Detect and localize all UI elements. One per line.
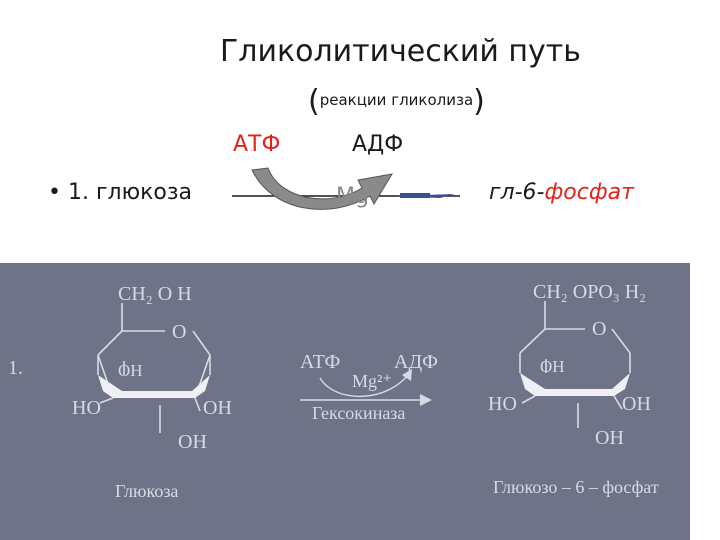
figure-enzyme: Гексокиназа [312,403,406,423]
bullet-glucose: • 1. глюкоза [48,180,193,205]
product-oh-c4: OH [540,357,565,376]
product-suffix: фосфат [544,180,634,205]
figure-adf: АДФ [394,351,438,373]
mg-label: Mg [336,184,369,209]
figure-arrowhead [420,394,432,406]
glucose-ring [97,303,211,433]
glucose-ch2oh: CH₂ O H [118,283,192,305]
subtitle-open-paren: ( [308,84,320,119]
product-ho-left: HO [488,393,517,415]
subtitle-text: реакции гликолиза [319,91,474,109]
figure-mg: Mg²⁺ [352,371,392,391]
product-prefix: гл-6- [489,180,545,205]
structure-figure: 1. CH₂ O H O OH HO OH OH Глюкоза АТФ АДФ… [0,263,690,540]
glucose-name: Глюкоза [115,481,179,501]
product-ch2opo3h2: CH₂ OPO₃ H₂ [533,281,647,303]
glucose-oh-bottom: OH [178,431,207,453]
product-ring [519,301,631,428]
slide-title: Гликолитический путь [220,34,581,69]
glucose-oh-right: OH [203,397,232,419]
figure-curved-arrow [319,374,409,398]
adf-label: АДФ [352,132,404,157]
step-number: 1. [8,357,23,379]
figure-curved-arrowhead [402,369,412,381]
reaction-equation: АТФ АДФ • 1. глюкоза Mg гл-6-фосфат [0,130,720,240]
glucose-ho-left: HO [72,397,101,419]
product-oh-right: OH [622,393,651,415]
subtitle-close-paren: ) [473,84,485,119]
reaction-arrows [232,167,460,210]
glucose-ring-oxygen: O [172,321,187,343]
atf-label: АТФ [233,132,281,157]
product-label: гл-6-фосфат [489,180,634,205]
blue-arrow-shaft [400,193,430,198]
slide-subtitle: (реакции гликолиза) [308,84,485,119]
product-ring-oxygen: O [592,318,607,340]
structure-drawing [97,301,631,433]
product-oh-bottom: OH [595,427,624,449]
curved-arrow [251,167,393,210]
glucose-oh-c4: OH [118,361,143,380]
product-ring-front [520,373,630,396]
product-name: Глюкозо – 6 – фосфат [493,477,659,497]
figure-atf: АТФ [300,351,341,373]
glucose-ring-front [98,375,210,398]
